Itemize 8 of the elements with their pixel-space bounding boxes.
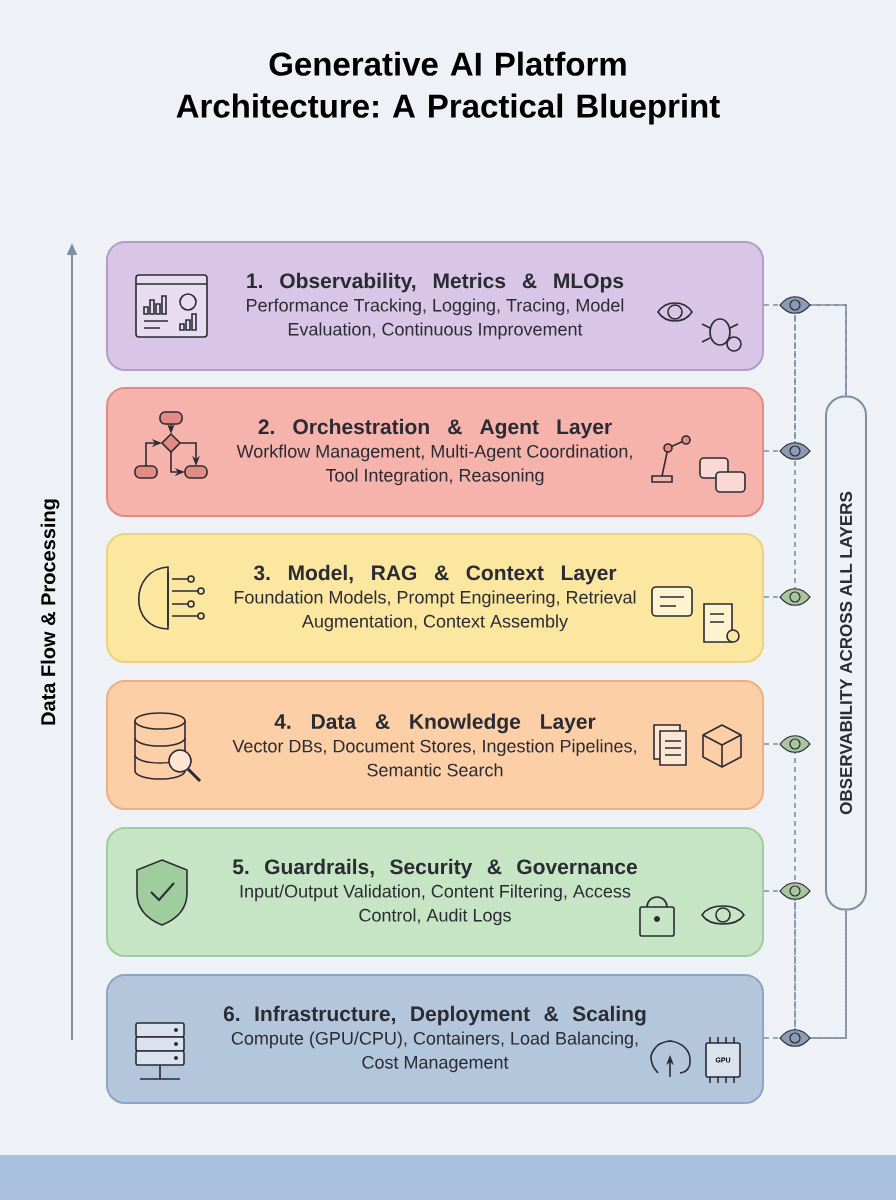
axis-label: Data Flow & Processing (40, 499, 60, 725)
observability-pill: OBSERVABILITY ACROSS ALL LAYERS (825, 395, 867, 911)
title: Generative AI Platform Architecture: A Practical Blueprint (176, 51, 720, 125)
layer-box: 3. Model, RAG & Context Layer Foundation Models, Prompt Engineering, Retrieval Augmentation, Context Assembly (106, 533, 764, 663)
layer-box: 4. Data & Knowledge Layer Vector DBs, Document Stores, Ingestion Pipelines, Semantic Search (106, 680, 764, 810)
layer-box: 2. Orchestration & Agent Layer Workflow Management, Multi-Agent Coordination, Tool Integration, Reasoning (106, 387, 764, 517)
layer-box: 1. Observability, Metrics & MLOps Performance Tracking, Logging, Tracing, Model Evaluation, Continuous Improvement (106, 241, 764, 371)
layer-box: 5. Guardrails, Security & Governance Input/Output Validation, Content Filtering, Access Control, Audit Logs (106, 827, 764, 957)
